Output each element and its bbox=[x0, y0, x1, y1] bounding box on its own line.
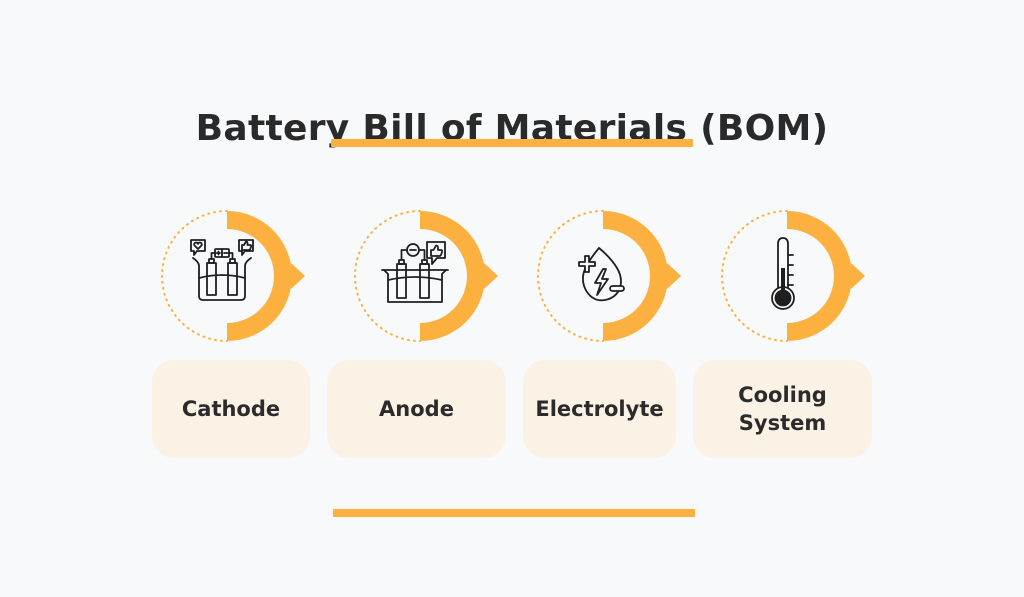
cooling-system-icon-badge bbox=[715, 206, 865, 346]
cathode-icon-badge bbox=[155, 206, 305, 346]
electrolyte-icon-badge bbox=[531, 206, 681, 346]
title-underline-divider bbox=[331, 139, 693, 147]
component-label: Electrolyte bbox=[535, 397, 664, 421]
anode-icon-badge bbox=[348, 206, 498, 346]
component-card-cathode: Cathode bbox=[152, 360, 310, 458]
component-card-cooling-system: Cooling System bbox=[693, 360, 872, 458]
component-card-electrolyte: Electrolyte bbox=[523, 360, 676, 458]
thermometer-icon bbox=[721, 210, 865, 342]
component-card-anode: Anode bbox=[327, 360, 506, 458]
component-label: Cathode bbox=[181, 397, 281, 421]
electrolyte-drop-icon bbox=[537, 210, 681, 342]
battery-cathode-icon bbox=[161, 210, 305, 342]
component-label: Anode bbox=[379, 397, 454, 421]
battery-anode-icon bbox=[354, 210, 498, 342]
component-label: Cooling System bbox=[738, 383, 827, 435]
bottom-divider bbox=[333, 509, 695, 517]
